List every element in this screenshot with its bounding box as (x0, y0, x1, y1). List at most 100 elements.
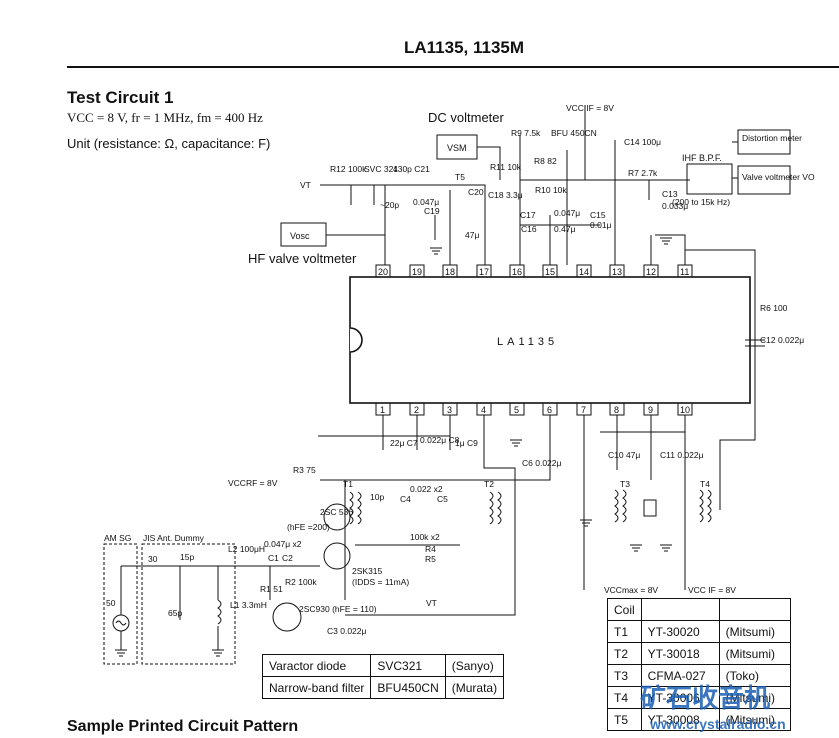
transformer-t4 (699, 489, 712, 523)
r4-label: R4 (425, 544, 436, 554)
ic-label: LA1135 (497, 336, 558, 348)
c1-label: C1 (268, 553, 279, 563)
r12-label: R12 100k (330, 164, 367, 174)
dc-voltmeter-label: DC voltmeter (428, 110, 505, 125)
r10-label: R10 10k (535, 185, 567, 195)
r7-label: R7 2.7k (628, 168, 658, 178)
table-row: T2 YT-30018 (Mitsumi) (607, 642, 791, 665)
c18-label: C18 3.3μ (488, 190, 523, 200)
r6-label: R6 100 (760, 303, 788, 313)
bpf-box (686, 163, 733, 195)
pin-12: 12 (646, 267, 656, 277)
r1-label: R1 51 (260, 584, 283, 594)
r4r5-label: 100k x2 (410, 532, 440, 542)
trimmer-label: ~20p (380, 200, 399, 210)
pin-14: 14 (579, 267, 589, 277)
pin-19: 19 (412, 267, 422, 277)
table-cell: T4 (607, 686, 642, 709)
table-cell: YT-30018 (640, 642, 720, 665)
tr3-label: 2SC930 (hFE = 110) (299, 604, 377, 614)
pin-8: 8 (614, 405, 619, 415)
c4-label: C4 (400, 494, 411, 504)
watermark-brand: 矿石收音机 (640, 683, 771, 713)
t4-label: T4 (700, 479, 710, 489)
t1-label: T1 (343, 479, 353, 489)
vccrf-label: VCCRF = 8V (228, 478, 278, 488)
pin-2: 2 (414, 405, 419, 415)
pin-11: 11 (680, 267, 689, 277)
c20-label: C20 (468, 187, 484, 197)
pin-9: 9 (648, 405, 653, 415)
l2-label: L2 100μH (228, 544, 265, 554)
transformer-t2 (489, 491, 502, 525)
vccif2-label: VCC IF = 8V (688, 585, 736, 595)
header-rule (67, 66, 839, 68)
table-cell: T5 (607, 708, 642, 731)
bpf-label: IHF B.P.F. (682, 153, 722, 163)
table-cell: YT-30006 (640, 686, 720, 709)
bfu-label: BFU 450CN (551, 128, 597, 138)
c19-label: C19 (424, 206, 440, 216)
table-header-cell: Coil (607, 598, 642, 621)
table-cell: (Sanyo) (444, 654, 505, 677)
r30-label: 30 (148, 554, 158, 564)
c16-label: C16 (521, 224, 537, 234)
c14-label: C14 100μ (624, 137, 661, 147)
c47-label: 47μ (465, 230, 479, 240)
c9-label: 1μ C9 (455, 438, 478, 448)
pin-6: 6 (547, 405, 552, 415)
r2-label: R2 100k (285, 577, 317, 587)
t2-label: T2 (484, 479, 494, 489)
c10p-label: 10p (370, 492, 384, 502)
valve-voltmeter-label: Valve voltmeter VO (742, 172, 815, 182)
c19-value-label: 0.047μ (413, 197, 439, 207)
c8-label: 0.022μ C8 (420, 435, 460, 445)
hfe200-label: (hFE =200) (287, 522, 330, 532)
transistor-2sc536 (323, 503, 351, 531)
bpf-range-label: (200 to 15k Hz) (672, 197, 730, 207)
table-row: T4 YT-30006 (Mitsumi) (607, 686, 791, 709)
vccmax-label: VCCmax = 8V (604, 585, 658, 595)
c17-label: C17 (520, 210, 536, 220)
c5-label: C5 (437, 494, 448, 504)
next-section-title: Sample Printed Circuit Pattern (67, 718, 299, 735)
pin-3: 3 (447, 405, 452, 415)
t5-label: T5 (455, 172, 465, 182)
jis-dummy-label: JIS Ant. Dummy (143, 533, 205, 543)
ground-symbols (115, 237, 672, 657)
r50-label: 50 (106, 598, 116, 608)
table-header-cell (640, 598, 720, 621)
c7-label: 22μ C7 (390, 438, 418, 448)
watermark-url: www.crystalradio.cn (650, 716, 786, 732)
vosc-label: Vosc (290, 231, 310, 241)
pin-5: 5 (514, 405, 519, 415)
pin-20: 20 (378, 267, 388, 277)
c65p-label: 65p (168, 608, 182, 618)
valve-voltmeter-box (737, 165, 791, 195)
c15-value-label: 0.01μ (590, 220, 612, 230)
c15-label: C15 (590, 210, 606, 220)
r11-label: R11 10k (490, 162, 522, 172)
pin-13: 13 (612, 267, 622, 277)
c4c5-label: 0.022 x2 (410, 484, 443, 494)
table-cell: BFU450CN (370, 676, 446, 699)
c6-label: C6 0.022μ (522, 458, 561, 468)
table-header-row: Coil (607, 598, 791, 621)
part-number-title: LA1135, 1135M (404, 38, 525, 57)
tr2-label: 2SK315 (352, 566, 383, 576)
c16-value-label: 0.47μ (554, 224, 576, 234)
top-wiring (320, 105, 756, 440)
tr1-label: 2SC 536 (320, 507, 353, 517)
am-sg-label: AM SG (104, 533, 131, 543)
pin-18: 18 (445, 267, 455, 277)
table-header-cell (718, 598, 791, 621)
table-cell: (Murata) (444, 676, 505, 699)
pin-15: 15 (545, 267, 555, 277)
table-cell: (Mitsumi) (718, 620, 791, 643)
r9-label: R9 7.5k (511, 128, 541, 138)
vt-label: VT (300, 180, 311, 190)
parts-table: Varactor diode SVC321 (Sanyo) Narrow-ban… (261, 654, 505, 699)
c10-label: C10 47μ (608, 450, 640, 460)
unit-note: Unit (resistance: Ω, capacitance: F) (67, 136, 271, 151)
table-cell: Varactor diode (261, 654, 372, 677)
